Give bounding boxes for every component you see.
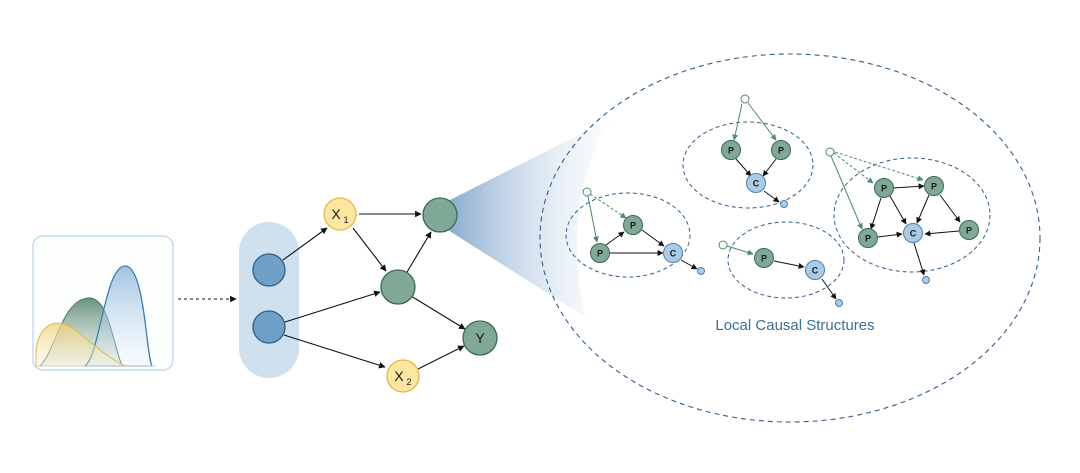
child-label: C <box>753 179 760 189</box>
parent-label: P <box>630 221 636 231</box>
local-structures-ellipse <box>539 53 1041 423</box>
parent-label: P <box>881 184 887 194</box>
node-x1: X 1 <box>323 197 357 231</box>
distribution-blue-curve <box>83 265 154 367</box>
parent-label: P <box>931 182 937 192</box>
parent-label: P <box>597 249 603 259</box>
node-x1-subscript: 1 <box>343 215 348 225</box>
node-target <box>422 197 458 233</box>
parent-label: P <box>966 226 972 236</box>
node-x2-label: X <box>394 368 404 384</box>
parent-label: P <box>865 234 871 244</box>
child-label: C <box>910 229 917 239</box>
distribution-panel <box>32 235 174 371</box>
main-graph-edges <box>282 210 466 370</box>
latent-node-top <box>252 253 286 287</box>
node-x2-subscript: 2 <box>406 377 411 387</box>
local-structure-b: P P C <box>682 94 814 209</box>
node-y: Y <box>462 320 498 356</box>
encoder-pill <box>239 222 299 378</box>
local-structure-a: P P C <box>565 187 705 278</box>
distribution-yellow-curve <box>35 322 127 367</box>
parent-label: P <box>778 146 784 156</box>
local-structure-d: P P P P C <box>825 147 991 284</box>
local-structure-c: P C <box>718 221 845 307</box>
node-x1-label: X <box>331 206 341 222</box>
node-x2: X 2 <box>386 359 420 393</box>
node-middle <box>380 269 416 305</box>
parent-label: P <box>728 146 734 156</box>
child-label: C <box>812 266 819 276</box>
node-y-label: Y <box>475 330 485 346</box>
latent-node-bottom <box>252 310 286 344</box>
child-label: C <box>670 249 677 259</box>
zoom-cone <box>440 118 612 317</box>
parent-label: P <box>761 254 767 264</box>
local-structures-caption: Local Causal Structures <box>715 317 874 334</box>
